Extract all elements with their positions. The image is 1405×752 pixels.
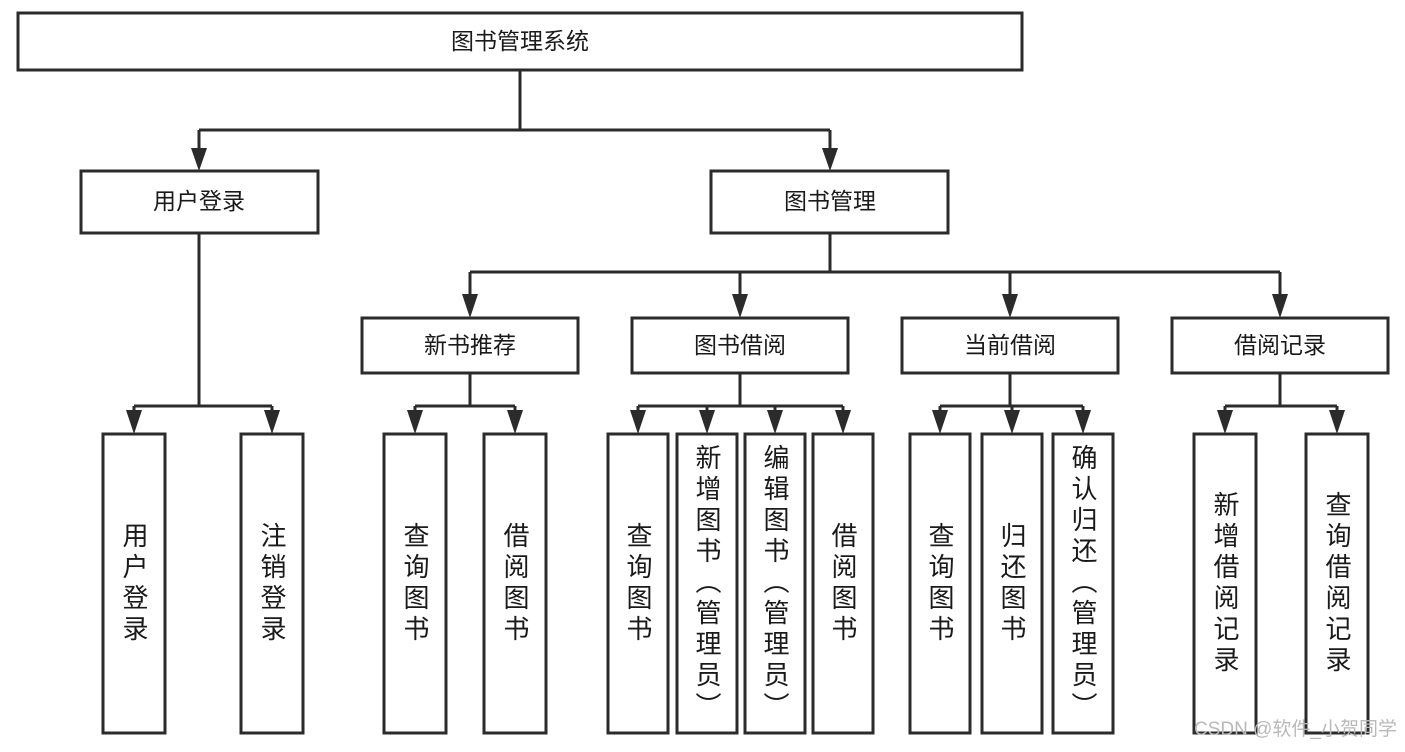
arrow-head-icon — [462, 294, 478, 318]
node-root[interactable]: 图书管理系统 — [16, 11, 1024, 72]
arrow-head-icon — [822, 148, 838, 171]
node-new-book-recommend[interactable]: 新书推荐 — [360, 316, 580, 375]
leaf-add-record-box[interactable] — [1192, 432, 1258, 735]
leaf-query-book-cur-box[interactable] — [908, 432, 972, 735]
leaf-query-record-box[interactable] — [1304, 432, 1370, 735]
leaf-logout-box[interactable] — [239, 432, 305, 735]
node-borrow-record-box[interactable] — [1170, 316, 1390, 375]
arrow-head-icon — [1002, 294, 1018, 318]
arrow-head-icon — [1075, 410, 1091, 434]
node-new-book-recommend-box[interactable] — [360, 316, 580, 375]
node-book-borrow-box[interactable] — [630, 316, 850, 375]
arrow-head-icon — [1272, 294, 1288, 318]
leaf-borrow-book-rec-box[interactable] — [482, 432, 548, 735]
leaf-edit-book-box[interactable] — [743, 432, 807, 735]
node-new-book-recommend-label: 新书推荐 — [424, 332, 516, 358]
leaf-borrow-book-box[interactable] — [811, 432, 875, 735]
leaf-confirm-return-box[interactable] — [1051, 432, 1115, 735]
leaf-add-book-box[interactable] — [675, 432, 739, 735]
arrow-head-icon — [699, 410, 715, 434]
arrow-head-icon — [191, 148, 207, 171]
arrow-head-icon — [264, 410, 280, 434]
node-user-login-box[interactable] — [79, 169, 320, 235]
arrow-head-icon — [835, 410, 851, 434]
arrow-head-icon — [932, 410, 948, 434]
leaf-return-book-box[interactable] — [980, 432, 1044, 735]
node-user-login-label: 用户登录 — [153, 188, 245, 214]
node-book-manage-label: 图书管理 — [784, 188, 876, 214]
arrow-head-icon — [630, 410, 646, 434]
arrow-head-icon — [1217, 410, 1233, 434]
arrow-head-icon — [407, 410, 423, 434]
node-book-borrow[interactable]: 图书借阅 — [630, 316, 850, 375]
node-borrow-record[interactable]: 借阅记录 — [1170, 316, 1390, 375]
arrow-head-icon — [1329, 410, 1345, 434]
node-root-box[interactable] — [16, 11, 1024, 72]
leaf-query-book-borrow-box[interactable] — [606, 432, 670, 735]
connector-layer — [126, 70, 1345, 434]
arrow-head-icon — [732, 294, 748, 318]
node-current-borrow[interactable]: 当前借阅 — [900, 316, 1120, 375]
arrow-head-icon — [767, 410, 783, 434]
node-book-manage[interactable]: 图书管理 — [709, 169, 950, 235]
node-book-borrow-label: 图书借阅 — [694, 332, 786, 358]
leaf-boxes-layer — [101, 432, 1370, 735]
watermark-text: CSDN @软件_小贺同学 — [1194, 719, 1397, 740]
node-user-login[interactable]: 用户登录 — [79, 169, 320, 235]
node-book-manage-box[interactable] — [709, 169, 950, 235]
node-current-borrow-label: 当前借阅 — [964, 332, 1056, 358]
node-root-label: 图书管理系统 — [451, 28, 589, 54]
arrow-head-icon — [1004, 410, 1020, 434]
leaf-query-book-rec-box[interactable] — [382, 432, 448, 735]
node-current-borrow-box[interactable] — [900, 316, 1120, 375]
leaf-user-login-box[interactable] — [101, 432, 167, 735]
arrow-head-icon — [126, 410, 142, 434]
arrow-head-icon — [507, 410, 523, 434]
node-borrow-record-label: 借阅记录 — [1234, 332, 1326, 358]
